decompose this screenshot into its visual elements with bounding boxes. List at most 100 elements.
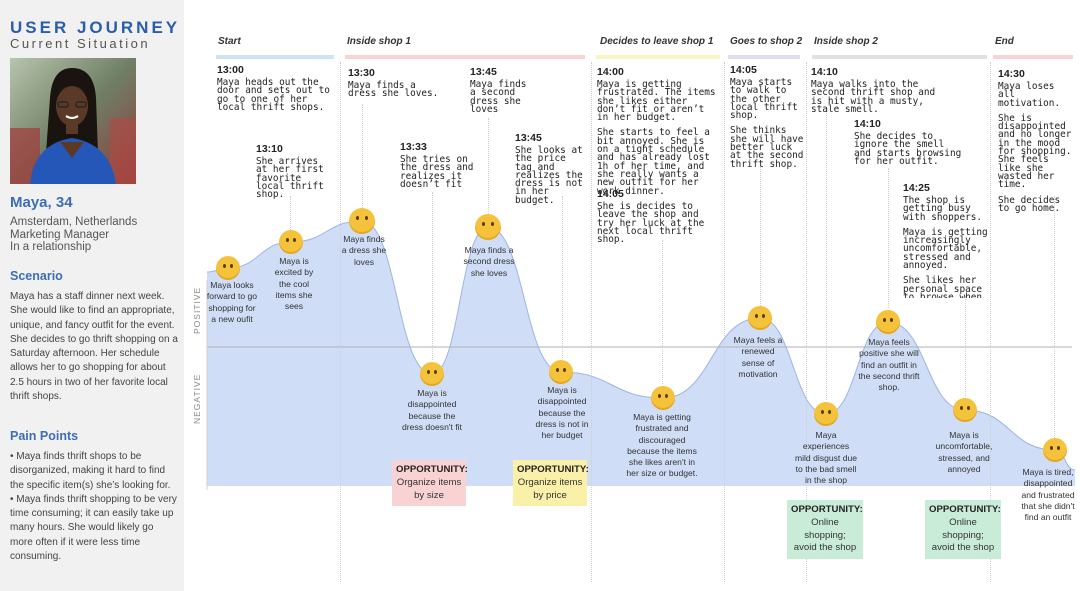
phase-go-shop-2: Goes to shop 2 bbox=[730, 36, 803, 47]
phase-divider bbox=[340, 62, 341, 582]
phase-leave-shop-1: Decides to leave shop 1 bbox=[600, 36, 714, 47]
event-desc: Maya finds a dress she loves. bbox=[348, 80, 439, 100]
event-connector bbox=[432, 192, 433, 360]
persona-info: Amsterdam, Netherlands Marketing Manager… bbox=[10, 216, 137, 254]
event-time: 13:00 bbox=[217, 64, 244, 76]
persona-panel: USER JOURNEY Current Situation Maya, 34 … bbox=[0, 0, 184, 591]
event-time: 13:33 bbox=[400, 141, 427, 153]
opportunity-heading: OPPORTUNITY: bbox=[396, 464, 468, 475]
event-desc: She decides to go home. bbox=[998, 194, 1061, 214]
emotion-label: Maya is uncomfortable, stressed, and ann… bbox=[935, 430, 993, 474]
phase-bar bbox=[596, 55, 720, 59]
pain-point: • Maya finds thrift shopping to be very … bbox=[10, 493, 177, 563]
event-desc: The shop is getting busy with shoppers. bbox=[903, 195, 983, 223]
phase-bar bbox=[812, 55, 987, 59]
persona-job: Marketing Manager bbox=[10, 228, 110, 241]
opportunity-text: avoid the shop bbox=[793, 542, 857, 554]
event-desc: She arrives at her first favorite local … bbox=[256, 156, 324, 201]
opportunity-text: Organize items bbox=[396, 476, 462, 488]
event-desc: Maya is getting frustrated. The items sh… bbox=[597, 79, 716, 124]
opportunity-heading: OPPORTUNITY: bbox=[929, 504, 1001, 515]
emotion-label: Maya looks forward to go shopping for a … bbox=[206, 280, 258, 324]
event-time: 14:25 bbox=[903, 182, 930, 194]
event-connector bbox=[888, 168, 889, 308]
event-desc: Maya finds a second dress she loves bbox=[470, 79, 527, 115]
opportunity-heading: OPPORTUNITY: bbox=[517, 464, 589, 475]
phase-divider bbox=[591, 62, 592, 582]
phase-start: Start bbox=[218, 36, 241, 47]
event-connector bbox=[362, 104, 363, 210]
event-time: 14:00 bbox=[597, 66, 624, 78]
emotion-label: Maya is getting frustrated and discourag… bbox=[626, 412, 698, 479]
opportunity-text: Online shopping; bbox=[942, 516, 984, 541]
event-time: 14:05 bbox=[730, 64, 757, 76]
event-desc: Maya is getting increasingly uncomfortab… bbox=[903, 226, 988, 272]
emotion-label: Maya is tired, disappointed and frustrat… bbox=[1021, 467, 1075, 523]
event-connector bbox=[662, 240, 663, 384]
emotion-label: Maya finds a dress she loves bbox=[341, 234, 387, 267]
event-time: 13:30 bbox=[348, 67, 375, 79]
event-desc: She starts to feel a bit annoyed. She is… bbox=[597, 127, 710, 197]
phase-bar bbox=[993, 55, 1073, 59]
phase-bar bbox=[728, 55, 800, 59]
negative-axis-label: NEGATIVE bbox=[192, 373, 202, 424]
emotion-label: Maya feels positive she will find an out… bbox=[858, 337, 920, 393]
scenario-text: Maya has a staff dinner next week. She w… bbox=[10, 291, 178, 403]
event-desc: Maya walks into the second thrift shop a… bbox=[811, 79, 936, 115]
event-connector bbox=[290, 196, 291, 230]
tired-face-icon bbox=[1043, 438, 1067, 462]
event-desc: She is disappointed and no longer in the… bbox=[998, 112, 1072, 191]
phase-divider bbox=[990, 62, 991, 582]
opportunity-text: avoid the shop bbox=[931, 542, 995, 554]
page-subtitle: Current Situation bbox=[10, 36, 151, 51]
heart-eyes-face-icon bbox=[475, 214, 501, 240]
emotion-label: Maya is disappointed because the dress d… bbox=[402, 388, 462, 432]
event-connector bbox=[1054, 196, 1055, 438]
emotion-curve bbox=[206, 220, 1076, 471]
event-connector bbox=[760, 160, 761, 306]
heart-eyes-face-icon bbox=[349, 208, 375, 234]
persona-name: Maya, 34 bbox=[10, 194, 73, 211]
event-desc: She tries on the dress and realizes it d… bbox=[400, 154, 474, 190]
event-desc: Maya starts to walk to the other local t… bbox=[730, 77, 798, 122]
phase-inside-shop-1: Inside shop 1 bbox=[347, 36, 411, 47]
happy-face-icon bbox=[216, 256, 240, 280]
happy-face-icon bbox=[876, 310, 900, 334]
event-connector bbox=[562, 196, 563, 358]
emotion-label: Maya finds a second dress she loves bbox=[463, 245, 515, 278]
happy-face-icon bbox=[748, 306, 772, 330]
phase-end: End bbox=[995, 36, 1014, 47]
event-time: 14:10 bbox=[811, 66, 838, 78]
event-connector bbox=[965, 296, 966, 396]
opportunity-text: by size bbox=[414, 489, 444, 501]
emotion-label: Maya is excited by the cool items she se… bbox=[274, 256, 314, 312]
opportunity-card: OPPORTUNITY:Online shopping;avoid the sh… bbox=[787, 500, 863, 560]
opportunity-text: Organize items bbox=[517, 476, 583, 488]
expressionless-face-icon bbox=[651, 386, 675, 410]
emotion-label: Maya experiences mild disgust due to the… bbox=[794, 430, 858, 486]
emotion-label: Maya is disappointed because the dress i… bbox=[535, 385, 589, 441]
event-desc: She likes her personal space to browse w… bbox=[903, 275, 983, 298]
persona-relationship: In a relationship bbox=[10, 241, 92, 253]
event-desc: She looks at the price tag and realizes … bbox=[515, 145, 583, 206]
grinning-face-icon bbox=[279, 230, 303, 254]
event-desc: She decides to ignore the smell and star… bbox=[854, 131, 962, 167]
event-time: 14:05 bbox=[597, 188, 624, 200]
opportunity-heading: OPPORTUNITY: bbox=[791, 504, 863, 515]
event-time: 14:10 bbox=[854, 118, 881, 130]
phase-bar bbox=[345, 55, 585, 59]
opportunity-text: Online shopping; bbox=[804, 516, 846, 541]
event-desc: Maya loses all motivation. bbox=[998, 81, 1061, 109]
event-desc: Maya heads out the door and sets out to … bbox=[217, 77, 330, 113]
